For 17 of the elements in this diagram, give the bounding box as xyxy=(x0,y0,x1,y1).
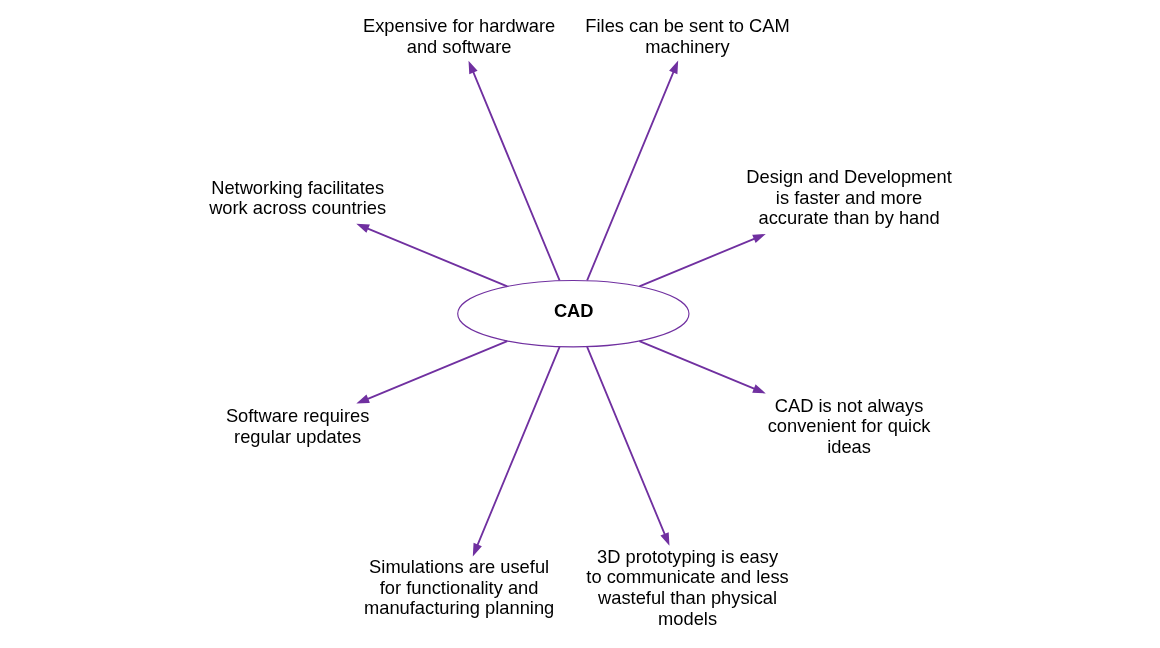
node-text: Simulations are useful for functionality and manufacturing planning xyxy=(363,556,554,619)
arrow xyxy=(468,60,560,282)
arrow xyxy=(637,233,766,288)
arrow xyxy=(585,60,678,282)
node-ellipse: CAD xyxy=(456,279,690,348)
arrow xyxy=(355,340,508,404)
arrow xyxy=(472,346,560,557)
arrow xyxy=(637,340,766,394)
arrow xyxy=(585,346,669,546)
node-text: 3D prototyping is easy to communicate and less wasteful than physical models xyxy=(585,545,789,629)
node-text: Networking facilitates work across countries xyxy=(208,176,386,219)
node-text: Files can be sent to CAM machinery xyxy=(584,15,790,57)
node-text: Expensive for hardware and software xyxy=(362,15,555,57)
arrow xyxy=(355,223,508,288)
node-text: Software requires regular updates xyxy=(225,404,369,447)
node-text: Design and Development is faster and more accurate than by hand xyxy=(745,166,952,229)
node-text: CAD is not always convenient for quick ideas xyxy=(767,394,930,457)
